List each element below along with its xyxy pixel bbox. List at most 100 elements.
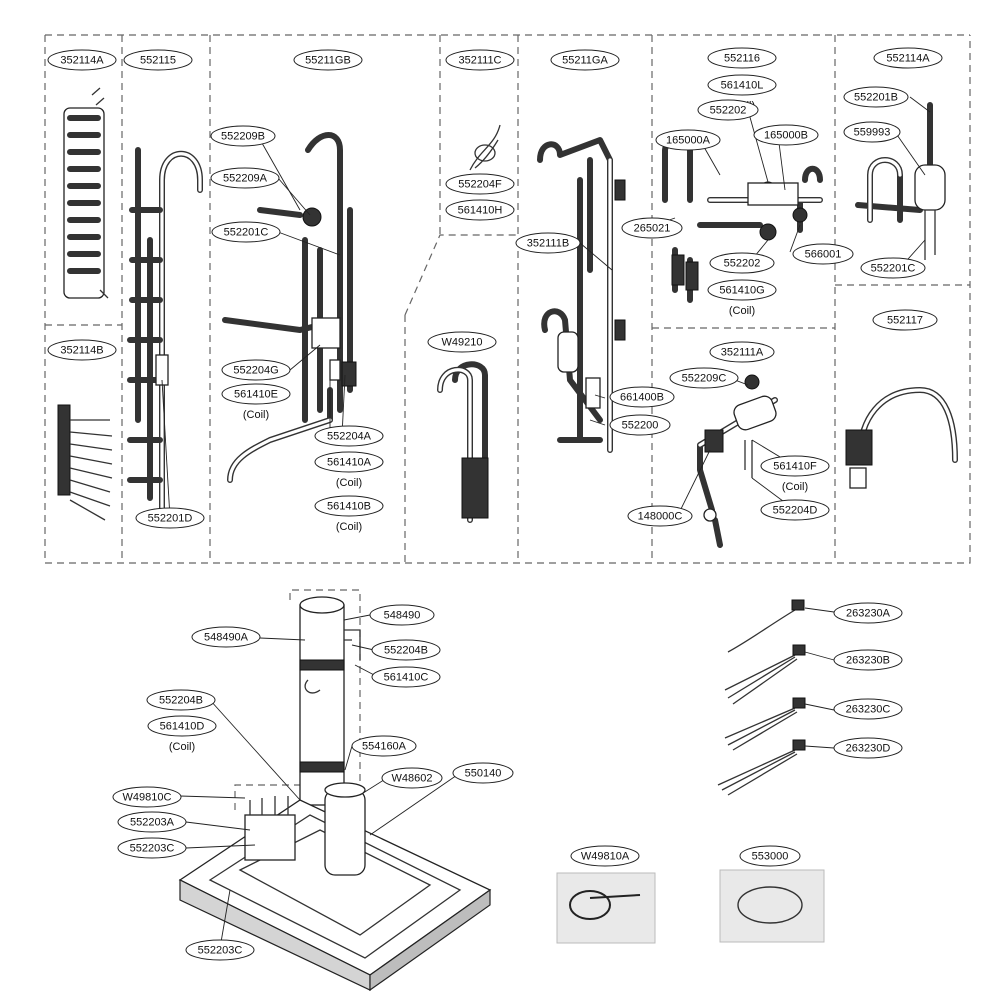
callout-text: 352114B (60, 344, 103, 356)
callout-oval (709, 341, 775, 363)
callout-oval (185, 939, 255, 961)
callout-text: 552202 (710, 104, 747, 116)
callout-text: 552204F (458, 178, 502, 190)
callout-text: 552200 (622, 419, 659, 431)
callout-554160a: 554160A (351, 735, 417, 757)
callout-561410f: 561410F(Coil) (760, 455, 830, 493)
callout-561410c: 561410C (371, 666, 441, 688)
callout-oval (833, 737, 903, 759)
callout-oval (47, 339, 117, 361)
callout-552115: 552115 (123, 49, 193, 71)
callout-text: 552203C (198, 944, 243, 956)
callout-oval (123, 49, 193, 71)
callout-548490: 548490 (369, 604, 435, 626)
callout-552202: 552202 (697, 99, 759, 121)
callout-w49210: W49210 (427, 331, 497, 353)
callout-oval (452, 762, 514, 784)
callout-352111a: 352111A (709, 341, 775, 363)
pipe-552117-drawing (845, 387, 958, 489)
callout-text: 352111B (527, 237, 569, 249)
callout-oval (709, 252, 775, 274)
callout-263230d: 263230D (833, 737, 903, 759)
callout-552200: 552200 (609, 414, 671, 436)
callout-552209b: 552209B (210, 125, 276, 147)
callout-552117: 552117 (872, 309, 938, 331)
callout-352111b: 352111B (515, 232, 581, 254)
callout-oval (47, 49, 117, 71)
callout-552202: 552202 (709, 252, 775, 274)
callout-oval (371, 666, 441, 688)
callout-552204g: 552204G (221, 359, 291, 381)
callout-552201d: 552201D (135, 507, 205, 529)
harness-263230a-drawing (727, 599, 805, 653)
callout-561410e: 561410E(Coil) (221, 383, 291, 421)
callout-oval (621, 217, 683, 239)
callout-oval (146, 689, 216, 711)
callout-559993: 559993 (843, 121, 901, 143)
callout-text: 552116 (724, 52, 760, 64)
callout-text: 553000 (752, 850, 789, 862)
callout-oval (753, 124, 819, 146)
callout-oval (117, 837, 187, 859)
callout-oval (117, 811, 187, 833)
accumulator-552114a-drawing (855, 102, 946, 260)
callout-oval (314, 425, 384, 447)
callout-oval (833, 602, 903, 624)
part-photo-w49810a (556, 872, 656, 944)
callout-550140: 550140 (452, 762, 514, 784)
valve-assembly-552116-drawing (662, 139, 823, 303)
callout-552116: 552116 (707, 47, 777, 69)
callout-oval (833, 698, 903, 720)
callout-oval (371, 639, 441, 661)
callout-w49810a: W49810A (570, 845, 640, 867)
callout-text: 566001 (805, 248, 842, 260)
callout-oval (112, 786, 182, 808)
callout-oval (221, 359, 291, 381)
callout-55211gb: 55211GB (293, 49, 363, 71)
callout-text: 552117 (887, 314, 923, 326)
callout-text: 548490 (384, 609, 421, 621)
callout-561410h: 561410H (445, 199, 515, 221)
callout-text: 552203C (130, 842, 175, 854)
callout-text: 552209A (223, 172, 268, 184)
callout-text: 561410C (384, 671, 429, 683)
callout-552203c: 552203C (185, 939, 255, 961)
coil-note: (Coil) (336, 477, 362, 489)
callout-552204b: 552204B (146, 689, 216, 711)
callout-oval (792, 243, 854, 265)
callout-oval (211, 221, 281, 243)
callout-352111c: 352111C (445, 49, 515, 71)
callout-text: 552201C (224, 226, 269, 238)
callout-552209c: 552209C (669, 367, 739, 389)
callout-text: 561410A (327, 456, 372, 468)
callout-352114b: 352114B (47, 339, 117, 361)
callout-text: W48602 (392, 772, 433, 784)
callout-263230a: 263230A (833, 602, 903, 624)
callout-text: 561410E (234, 388, 278, 400)
heat-exchanger-352114a-drawing (63, 87, 109, 299)
callout-oval (570, 845, 640, 867)
callout-oval (445, 173, 515, 195)
callout-oval (210, 167, 280, 189)
leader-lines (161, 96, 931, 949)
callout-561410a: 561410A (Coil) (314, 451, 384, 489)
callout-text: 661400B (620, 391, 664, 403)
callout-oval (445, 49, 515, 71)
tank-548490-drawing (299, 596, 361, 806)
callout-566001: 566001 (792, 243, 854, 265)
callout-text: 263230B (846, 654, 890, 666)
callout-55211ga: 55211GA (550, 49, 620, 71)
base-unit-drawing (178, 782, 492, 992)
callout-552203a: 552203A (117, 811, 187, 833)
callout-oval (210, 125, 276, 147)
callout-265021: 265021 (621, 217, 683, 239)
callout-text: 552209C (682, 372, 727, 384)
harness-263230b-drawing (724, 644, 806, 705)
callout-text: 552204D (773, 504, 818, 516)
callout-oval (550, 49, 620, 71)
callout-552201b: 552201B (843, 86, 909, 108)
callout-text: W49810A (581, 850, 630, 862)
callout-263230c: 263230C (833, 698, 903, 720)
callout-text: 561410D (160, 720, 205, 732)
